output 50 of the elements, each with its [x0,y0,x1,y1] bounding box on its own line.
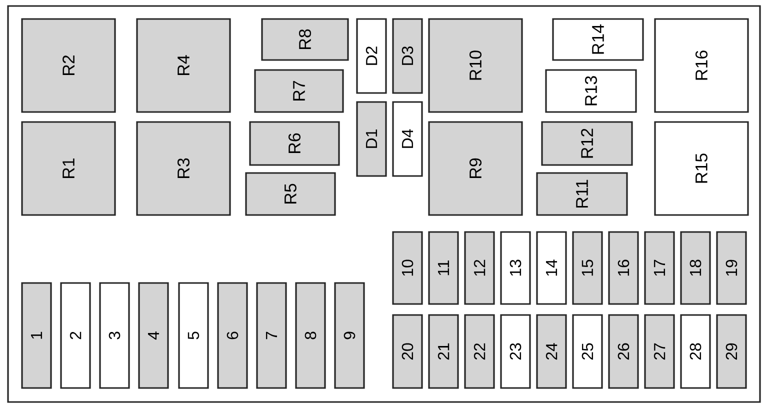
fuse-box: 22 [464,314,495,389]
relay-box: R5 [245,172,336,216]
fuse-box: 2 [60,282,91,389]
fuse-panel-outline [7,5,761,403]
fuse-box: 6 [217,282,248,389]
fuse-box: 28 [680,314,711,389]
relay-box: R15 [654,121,749,216]
relay-box: R13 [545,69,637,113]
fuse-box: 1 [21,282,52,389]
relay-box: R11 [536,172,628,216]
fuse-box: 25 [572,314,603,389]
fuse-box: 13 [500,231,531,305]
fuse-box: 16 [608,231,639,305]
fuse-box: 4 [138,282,169,389]
fuse-box: 18 [680,231,711,305]
fuse-box: 10 [392,231,423,305]
relay-box: R14 [552,18,644,61]
fuse-box: 15 [572,231,603,305]
relay-box: R16 [654,18,749,113]
fuse-box: 29 [716,314,747,389]
fuse-box: 12 [464,231,495,305]
fuse-box: 3 [99,282,130,389]
fuse-box: 23 [500,314,531,389]
relay-box: R10 [428,18,523,113]
relay-box: R9 [428,121,523,216]
relay-box: R1 [21,121,116,216]
relay-box: R4 [136,18,231,113]
relay-box: R2 [21,18,116,113]
fuse-box: 7 [256,282,287,389]
fuse-box: 8 [295,282,326,389]
fuse-box: 27 [644,314,675,389]
fuse-box: D4 [392,101,423,177]
relay-box: R3 [136,121,231,216]
fuse-box: D3 [392,18,423,94]
fuse-box: 19 [716,231,747,305]
relay-box: R8 [261,18,349,61]
fuse-box: 5 [178,282,209,389]
fuse-box: 20 [392,314,423,389]
fuse-box: 17 [644,231,675,305]
relay-box: R7 [254,69,344,113]
fuse-box: D2 [356,18,387,94]
fuse-box: 21 [428,314,459,389]
fuse-box: D1 [356,101,387,177]
relay-box: R12 [541,121,633,166]
relay-box: R6 [249,121,340,166]
fuse-box: 26 [608,314,639,389]
fuse-box: 24 [536,314,567,389]
fuse-box: 14 [536,231,567,305]
fuse-box: 9 [334,282,365,389]
fuse-box: 11 [428,231,459,305]
